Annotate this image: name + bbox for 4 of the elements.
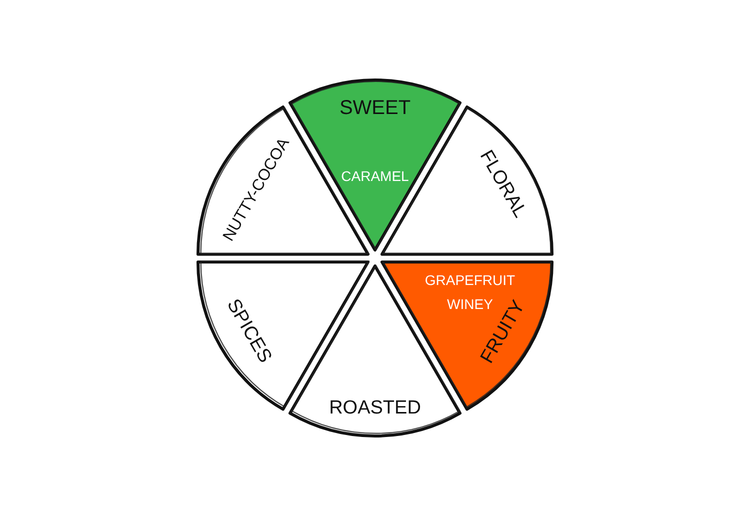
flavor-note: CARAMEL (341, 169, 409, 183)
flavor-note: GRAPEFRUIT (424, 273, 516, 287)
category-label: SWEET (339, 98, 411, 118)
category-label: ROASTED (329, 398, 421, 418)
